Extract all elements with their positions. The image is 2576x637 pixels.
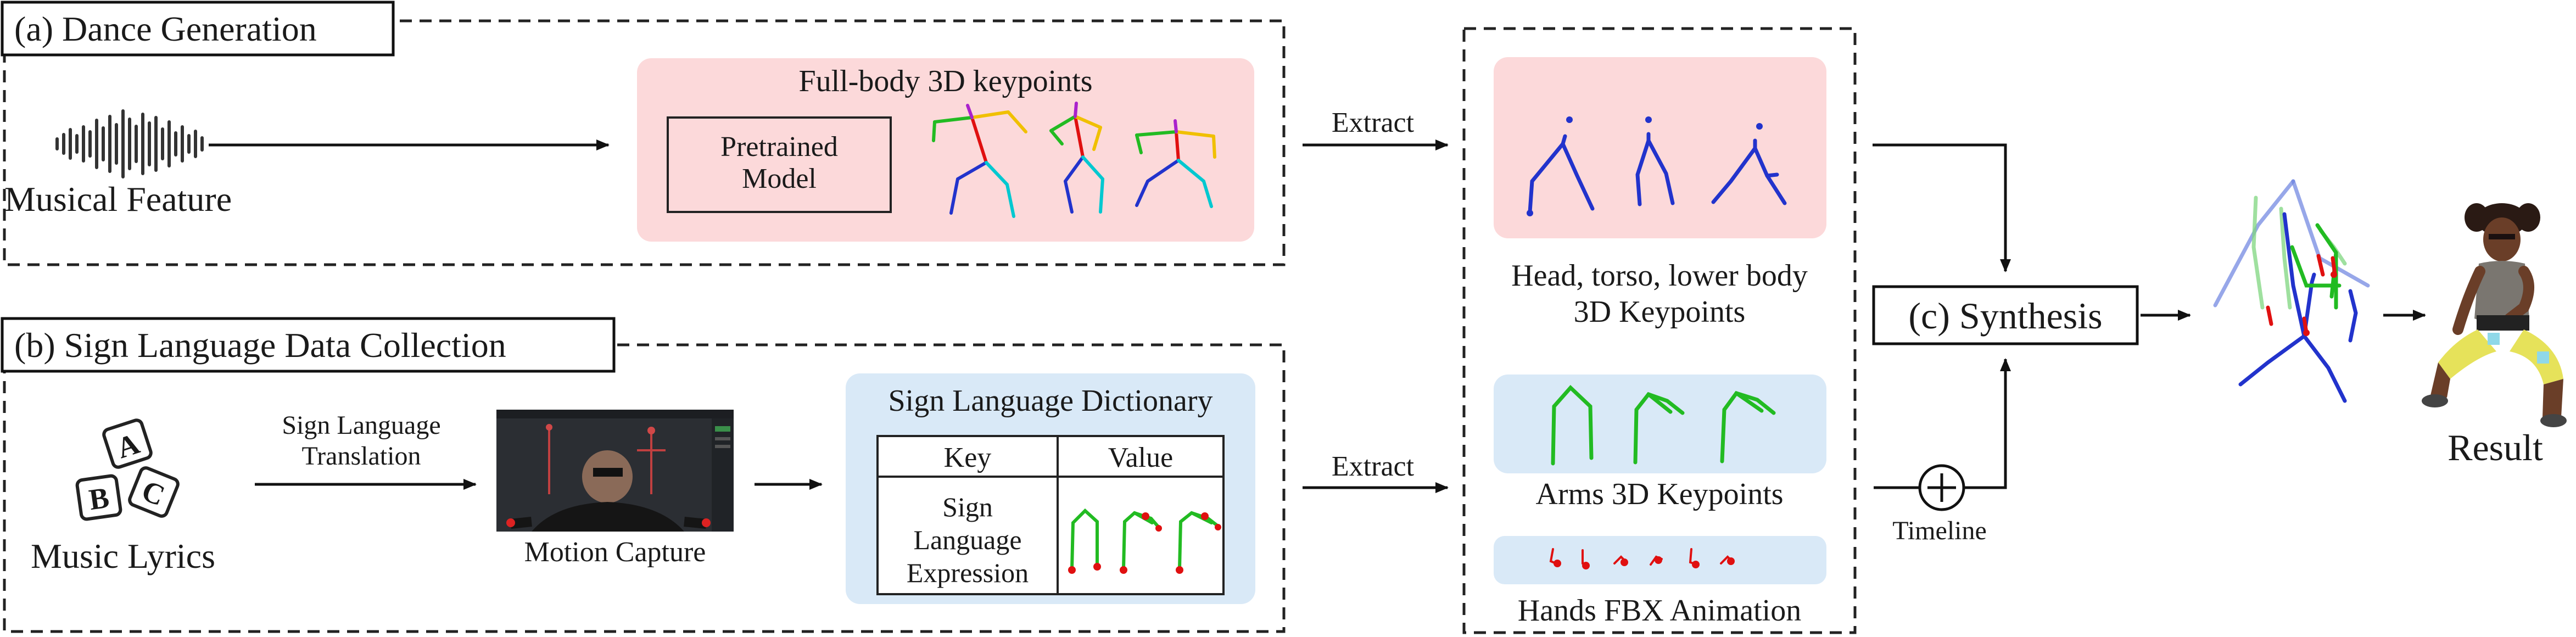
dictionary-table	[876, 435, 1225, 595]
synthesis-label: (c) Synthesis	[1908, 295, 2102, 337]
timeline-plus-icon	[1918, 464, 1965, 511]
dictionary-col-key: Key	[944, 442, 992, 473]
sign-section-title: (b) Sign Language Data Collection	[14, 326, 506, 365]
head-torso-label-line1: Head, torso, lower body	[1511, 259, 1808, 293]
block-letter-b: B	[87, 481, 111, 516]
synthesis-box	[1872, 285, 2139, 345]
dictionary-key-line2: Language	[913, 524, 1021, 555]
head-torso-panel	[1494, 57, 1826, 238]
hands-red-icons	[1549, 548, 1735, 569]
extract-label-top: Extract	[1332, 107, 1415, 138]
keypoints-section-frame	[1462, 27, 1857, 634]
full-body-skeleton-2	[1049, 102, 1104, 214]
body-skeletons-blue	[1527, 116, 1787, 216]
result-label: Result	[2448, 427, 2543, 468]
full-body-skeleton-1	[932, 104, 1027, 218]
dance-section-title: (a) Dance Generation	[14, 9, 317, 48]
translation-line1: Sign Language	[282, 411, 440, 440]
dictionary-key-line3: Expression	[907, 557, 1029, 588]
full-body-skeleton-3	[1135, 119, 1216, 208]
dance-section-frame	[3, 19, 1286, 266]
pretrained-model-line2: Model	[742, 163, 817, 194]
motion-capture-image	[496, 410, 734, 532]
dictionary-key-line1: Sign	[942, 491, 993, 522]
dictionary-col-value: Value	[1108, 442, 1173, 473]
dictionary-sign-skeletons	[1068, 508, 1221, 574]
music-lyrics-label: Music Lyrics	[31, 537, 215, 575]
keypoints-section: Head, torso, lower body 3D Keypoints Arm…	[1462, 27, 1857, 634]
arms-panel	[1494, 375, 1826, 473]
sign-section-title-box	[1, 317, 616, 373]
sign-dictionary-title: Sign Language Dictionary	[889, 384, 1213, 418]
motion-capture-label: Motion Capture	[524, 537, 706, 568]
sign-language-section: (b) Sign Language Data Collection A B C …	[1, 317, 1286, 633]
pretrained-model-line1: Pretrained	[720, 131, 838, 163]
timeline-label: Timeline	[1892, 516, 1987, 545]
extract-label-bottom: Extract	[1332, 451, 1415, 482]
dance-generation-section: (a) Dance Generation Musical Feature Ful…	[1, 1, 1286, 266]
musical-feature-label: Musical Feature	[4, 180, 232, 219]
full-body-keypoints-title: Full-body 3D keypoints	[798, 64, 1092, 98]
dance-section-title-box	[1, 1, 395, 57]
abc-blocks-icon: A B C	[75, 418, 180, 521]
audio-waveform-icon	[55, 109, 204, 178]
result-character-image	[2422, 203, 2567, 427]
keypoints-to-synthesis-arrow	[1873, 143, 2011, 272]
translation-line2: Translation	[302, 442, 421, 471]
arms-keypoints-label: Arms 3D Keypoints	[1535, 477, 1783, 511]
synthesized-skeleton	[2213, 179, 2370, 403]
pretrained-model-box	[667, 116, 892, 213]
hands-fbx-label: Hands FBX Animation	[1518, 594, 1801, 628]
head-torso-label-line2: 3D Keypoints	[1574, 295, 1746, 329]
sign-section-frame	[3, 343, 1286, 633]
arms-skeletons-green	[1551, 384, 1776, 466]
timeline-to-synthesis-arrow	[1964, 358, 2011, 489]
